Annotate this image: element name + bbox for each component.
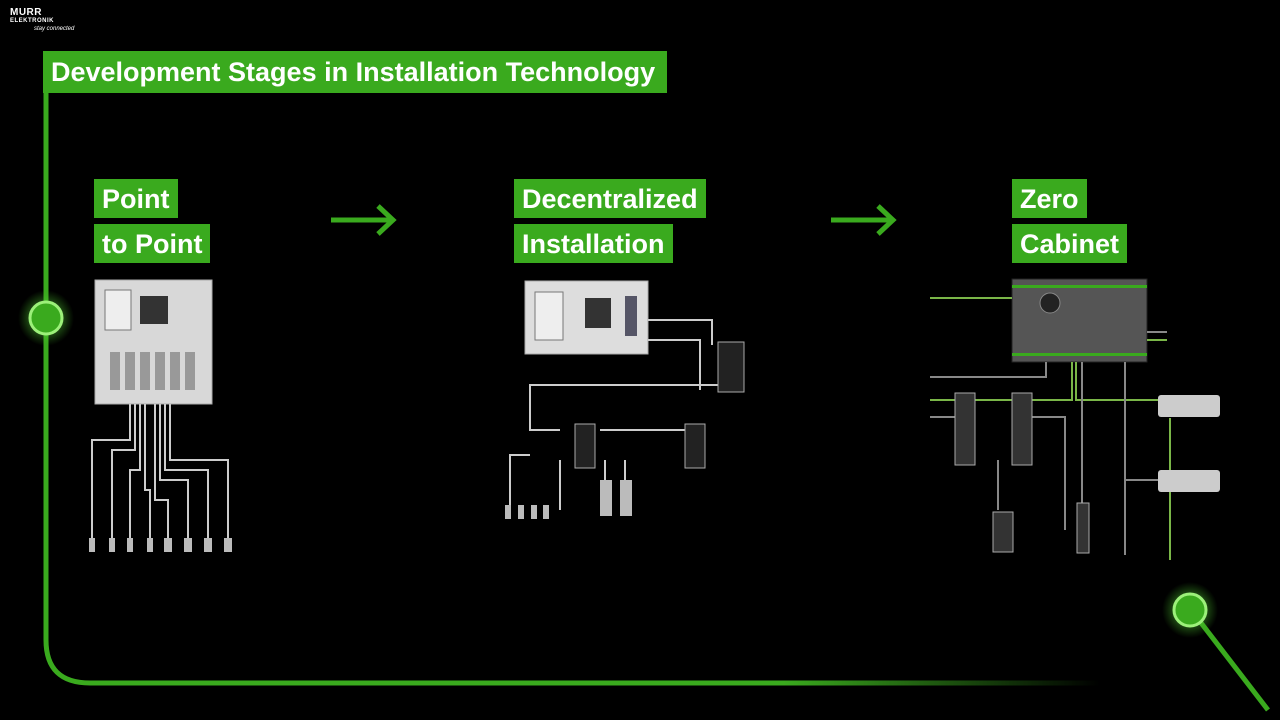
logo-sub: ELEKTRONIK — [10, 18, 54, 24]
stage-1-label-line1: Point — [94, 179, 178, 218]
logo-brand: MURR — [10, 7, 42, 18]
arrow-right-icon — [831, 204, 897, 236]
stage-3-label-line2: Cabinet — [1012, 224, 1128, 263]
logo-tagline: stay connected — [34, 26, 75, 32]
frame-line — [43, 90, 1100, 686]
zero-cabinet-diagram — [930, 278, 1220, 560]
stage-1-label-line2: to Point — [94, 224, 211, 263]
point-to-point-diagram — [89, 279, 232, 552]
stage-2-label-line1: Decentralized — [514, 179, 706, 218]
murr-logo: MURR ELEKTRONIK stay connected — [10, 7, 75, 33]
arrow-right-icon — [331, 204, 397, 236]
stage-2-label-line2: Installation — [514, 224, 673, 263]
page-title: Development Stages in Installation Techn… — [43, 51, 668, 93]
stage-3-label-line1: Zero — [1012, 179, 1087, 218]
decentralized-diagram — [505, 280, 745, 519]
